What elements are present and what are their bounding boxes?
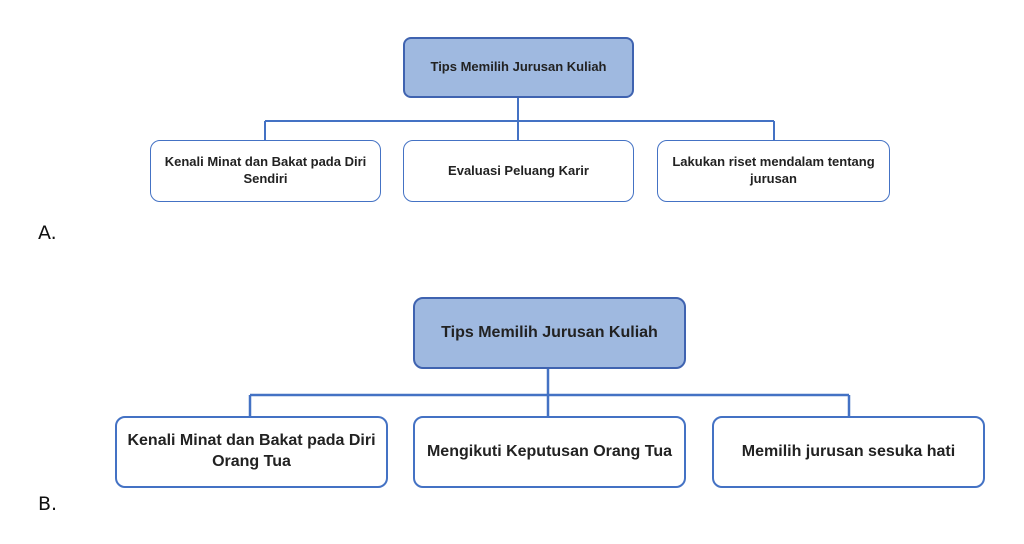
diagram-a-child-box-2: Evaluasi Peluang Karir [403,140,634,202]
diagram-a-root-box: Tips Memilih Jurusan Kuliah [403,37,634,98]
diagram-a-connectors [264,98,775,140]
diagram-a-child-box-3: Lakukan riset mendalam tentang jurusan [657,140,890,202]
diagram-b-root-box: Tips Memilih Jurusan Kuliah [413,297,686,369]
diagram-b-connectors [248,369,851,416]
diagram-b-child-box-1: Kenali Minat dan Bakat pada Diri Orang T… [115,416,388,488]
option-b-label: B. [38,493,58,515]
diagram-b-child-box-3: Memilih jurusan sesuka hati [712,416,985,488]
option-a-label: A. [38,222,57,244]
diagram-b-child-box-2: Mengikuti Keputusan Orang Tua [413,416,686,488]
diagram-a-child-box-1: Kenali Minat dan Bakat pada Diri Sendiri [150,140,381,202]
